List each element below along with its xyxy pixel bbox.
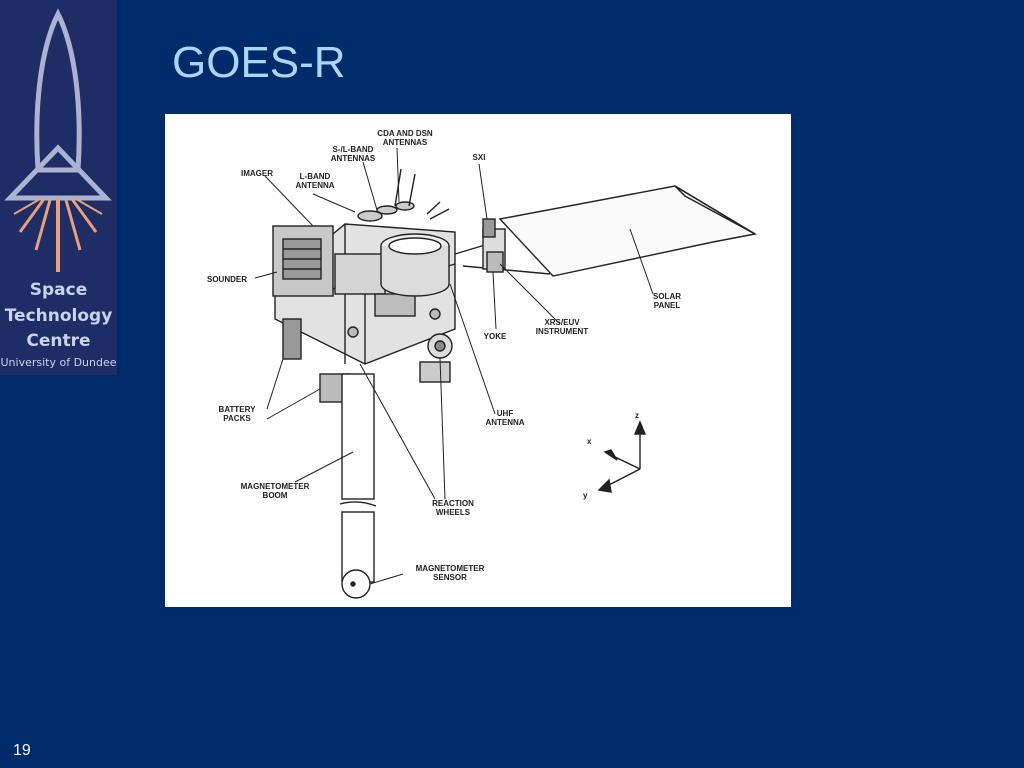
label-imager: IMAGER bbox=[241, 169, 273, 178]
solar-panel-shape bbox=[498, 185, 757, 277]
magnetometer-boom-shape bbox=[341, 373, 375, 500]
logo-text-centre: Centre bbox=[26, 331, 91, 351]
logo-text-university: University of Dundee bbox=[0, 356, 117, 369]
axis-label-z: z bbox=[635, 411, 639, 420]
axis-label-x: x bbox=[587, 437, 592, 446]
logo-text-technology: Technology bbox=[4, 306, 113, 326]
slide-title: GOES-R bbox=[172, 38, 346, 87]
magnetometer-sensor-shape bbox=[341, 569, 371, 599]
slide-number: 19 bbox=[13, 742, 31, 759]
rocket-logo-icon bbox=[4, 8, 112, 272]
label-yoke: YOKE bbox=[484, 332, 507, 341]
logo-panel: Space Technology Centre University of Du… bbox=[0, 0, 117, 375]
logo-text-space: Space bbox=[29, 280, 88, 300]
axis-label-y: y bbox=[583, 491, 588, 500]
label-sounder: SOUNDER bbox=[207, 275, 247, 284]
label-sxi: SXI bbox=[473, 153, 486, 162]
